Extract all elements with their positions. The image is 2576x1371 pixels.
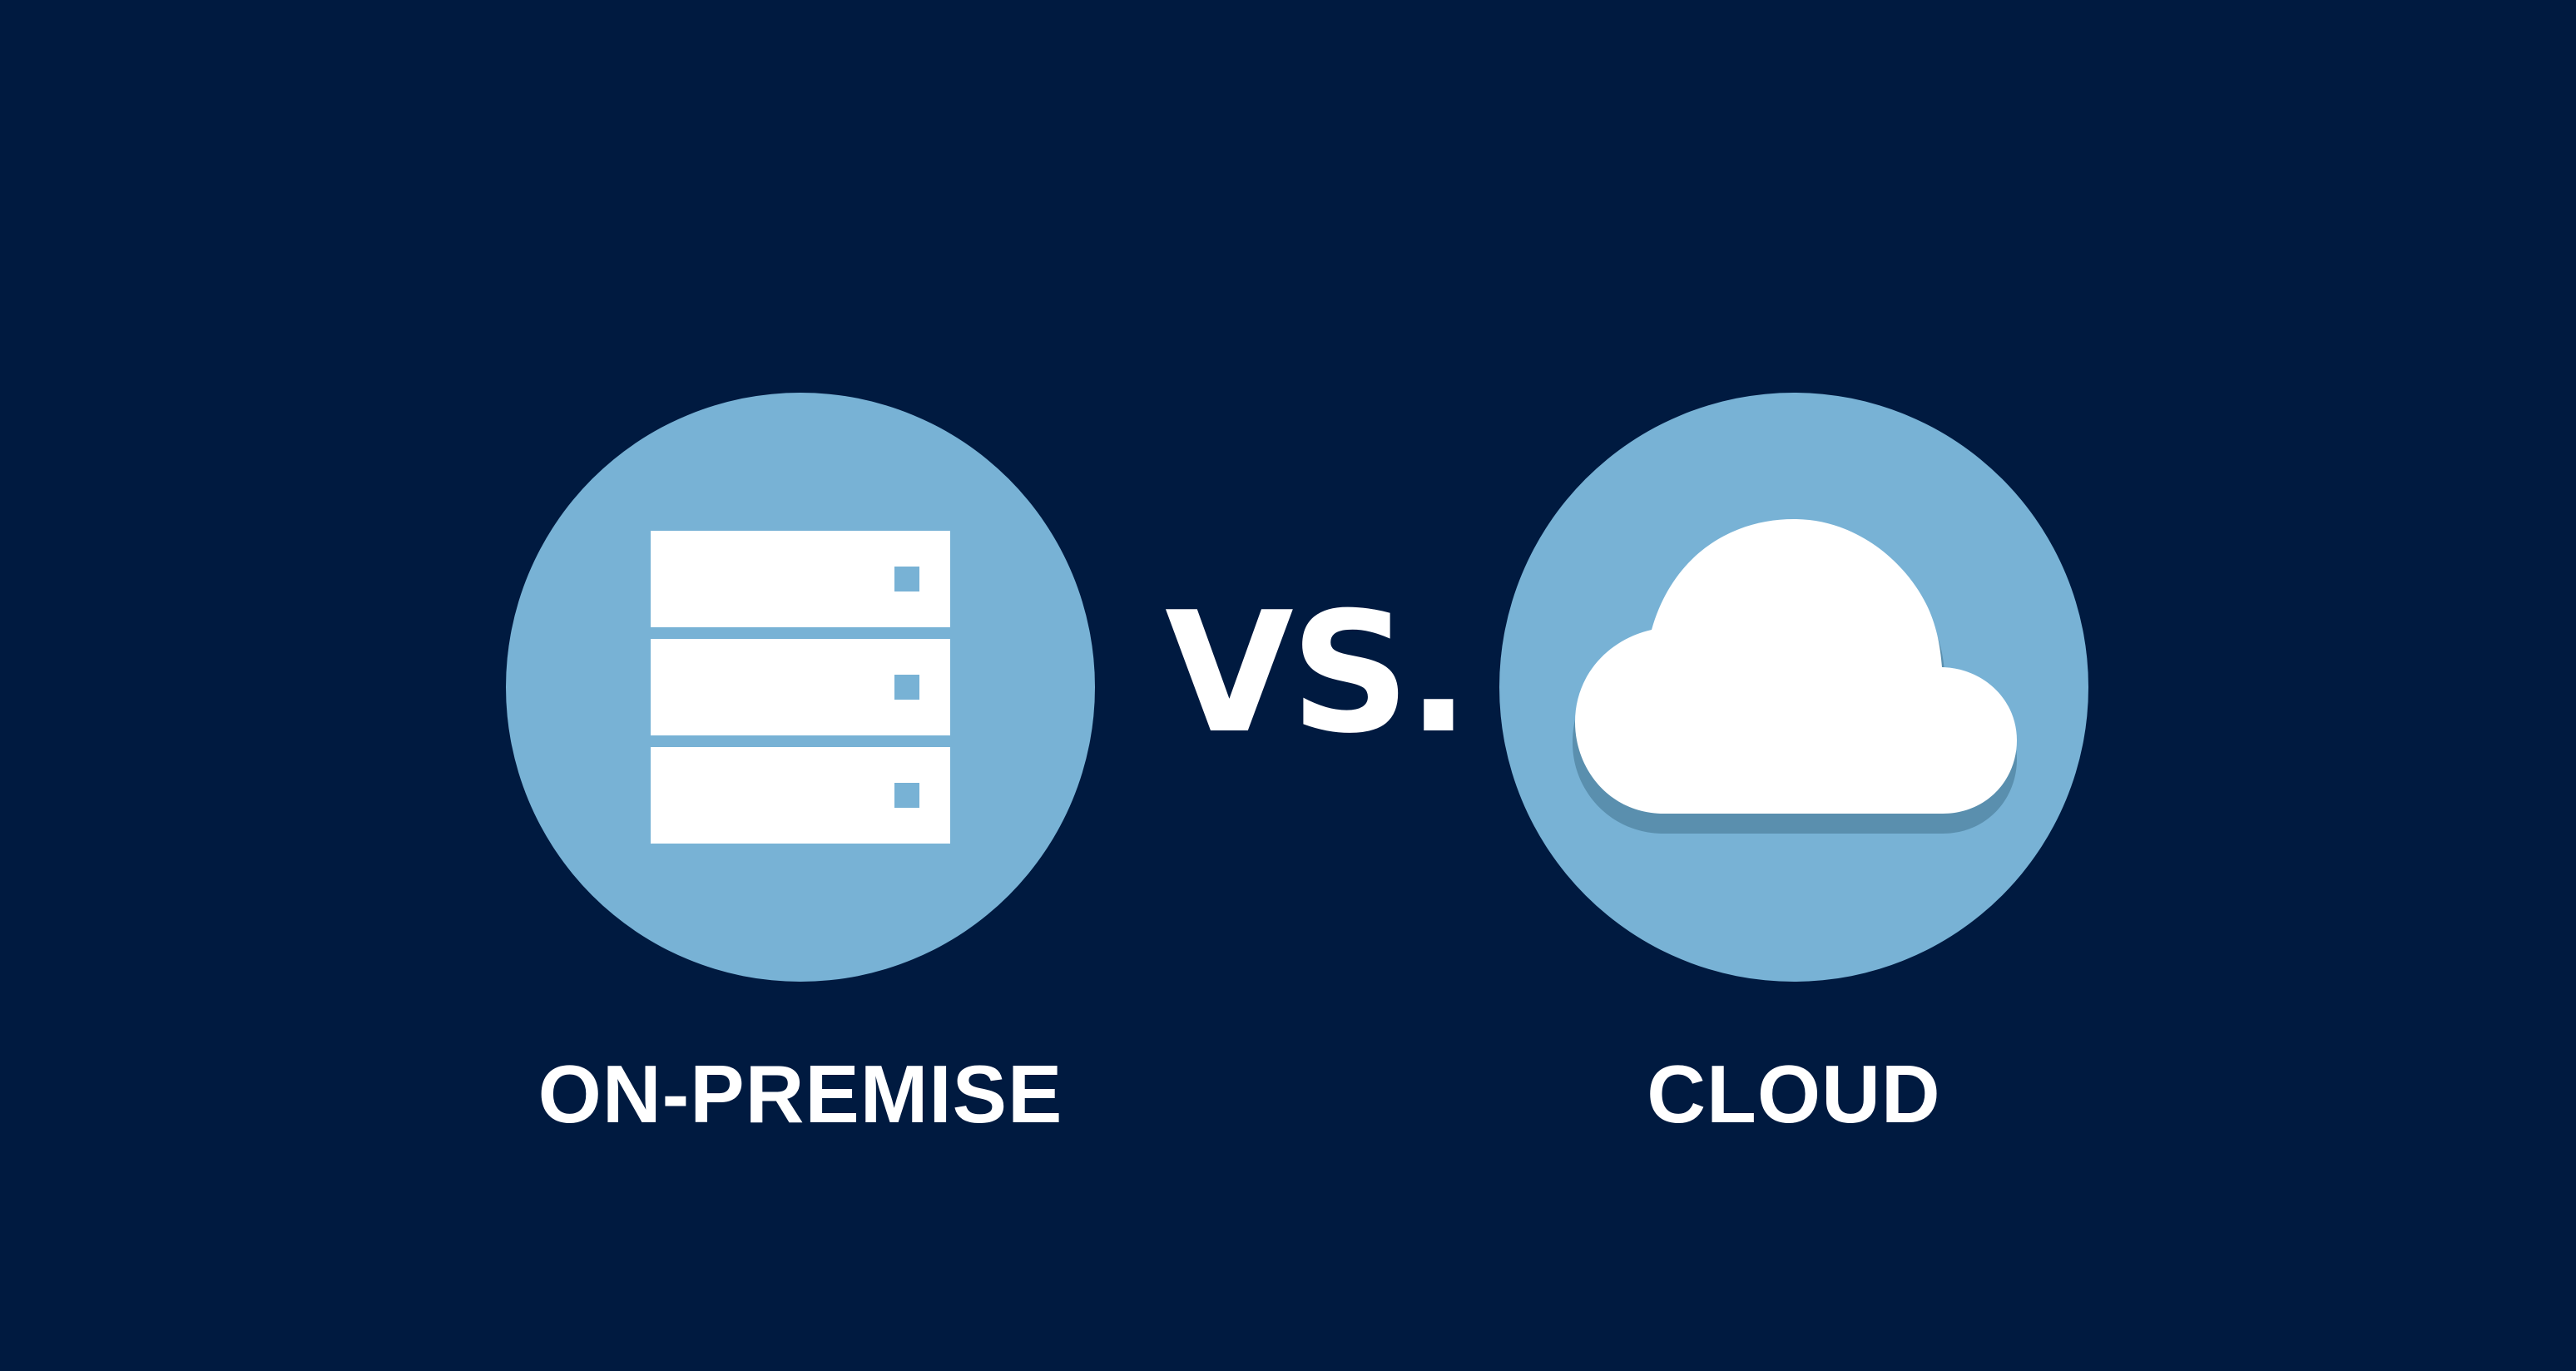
server-icon	[651, 531, 950, 844]
server-led-bottom	[894, 783, 919, 808]
cloud-shape	[1575, 519, 2017, 814]
server-led-top	[894, 567, 919, 591]
cloud-icon	[1573, 519, 2017, 834]
cloud-graphic	[1499, 393, 2088, 982]
cloud-label: CLOUD	[1647, 1048, 1941, 1140]
on-premise-graphic	[506, 393, 1095, 982]
vs-separator: VS.	[1165, 577, 1470, 770]
server-led-middle	[894, 675, 919, 700]
on-premise-label: ON-PREMISE	[537, 1048, 1063, 1140]
